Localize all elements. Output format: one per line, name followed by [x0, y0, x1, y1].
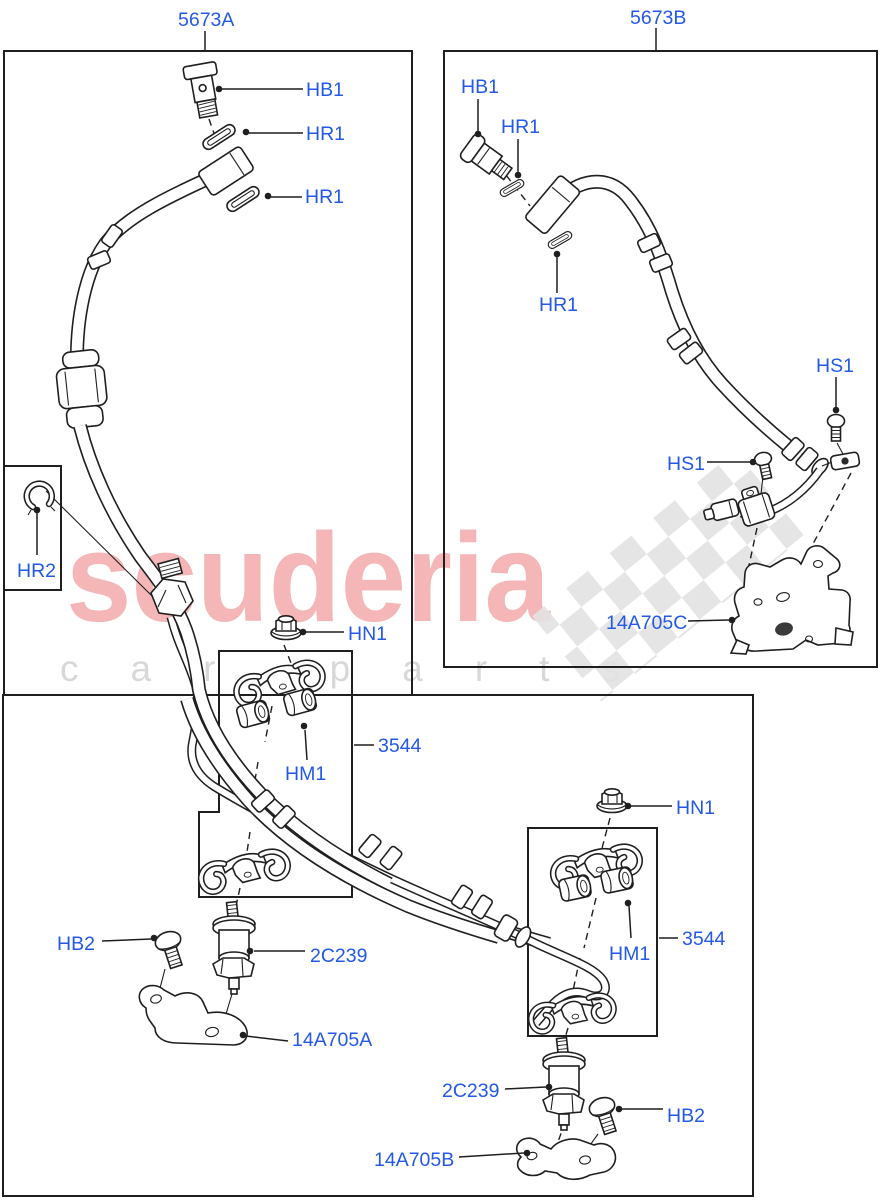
label-hr1-left-upper: HR1	[306, 123, 345, 145]
hose-end-fitting-right	[525, 175, 581, 234]
label-2c239-left: 2C239	[310, 945, 367, 967]
hr2-pointer-line	[45, 490, 153, 597]
label-14a705c: 14A705C	[606, 612, 687, 634]
label-hn1-kit2: HN1	[676, 797, 715, 819]
label-assembly-left: 5673A	[178, 9, 234, 31]
pipe-mount-tab	[829, 451, 861, 471]
banjo-bolt-left	[182, 61, 219, 119]
watermark-tagline-text: car parts	[60, 648, 672, 689]
label-hb2-left: HB2	[57, 933, 95, 955]
label-hm1-kit1: HM1	[285, 763, 326, 785]
label-assembly-right: 5673B	[630, 7, 686, 29]
banjo-bolt-right	[459, 133, 514, 181]
label-hr1-right-upper: HR1	[501, 116, 540, 138]
clip-box	[3, 465, 62, 591]
label-14a705b: 14A705B	[374, 1149, 454, 1171]
assembly-box-right	[443, 50, 878, 668]
part-labels: 5673A 5673B HB1 HR1 HR1 HR2 HB1 HR1 HR1 …	[17, 7, 854, 1171]
hose-assembly-left	[55, 146, 610, 1026]
label-hm1-kit2: HM1	[609, 943, 650, 965]
label-hr2: HR2	[17, 560, 56, 582]
label-hr1-left-lower: HR1	[305, 186, 344, 208]
lower-box	[2, 694, 754, 1197]
label-14a705a: 14A705A	[292, 1029, 372, 1051]
label-3544-kit1: 3544	[378, 735, 422, 757]
watermark-brand-text: scuderia	[66, 507, 551, 648]
retainer-clip-hr2	[23, 480, 56, 516]
label-hs1-upper: HS1	[816, 355, 854, 377]
bracket-14a705b	[515, 1137, 617, 1181]
bracket-14a705c	[729, 545, 854, 655]
leader-lines	[33, 28, 840, 1158]
label-hn1-kit1: HN1	[348, 623, 387, 645]
label-hs1-lower: HS1	[667, 453, 705, 475]
label-2c239-right: 2C239	[442, 1080, 499, 1102]
label-hb2-right: HB2	[667, 1105, 705, 1127]
label-3544-kit2: 3544	[682, 928, 726, 950]
bracket-14a705a	[138, 984, 248, 1046]
hose-end-fitting	[198, 146, 254, 196]
hose-union	[55, 349, 108, 429]
tube-nut	[150, 557, 194, 617]
label-hb1-left: HB1	[306, 79, 344, 101]
label-hr1-right-lower: HR1	[539, 294, 578, 316]
hose-assembly-right	[525, 174, 861, 527]
pipe-clamp	[703, 485, 776, 527]
clamp-kit-box-1	[198, 650, 353, 898]
label-hb1-right: HB1	[461, 76, 499, 98]
